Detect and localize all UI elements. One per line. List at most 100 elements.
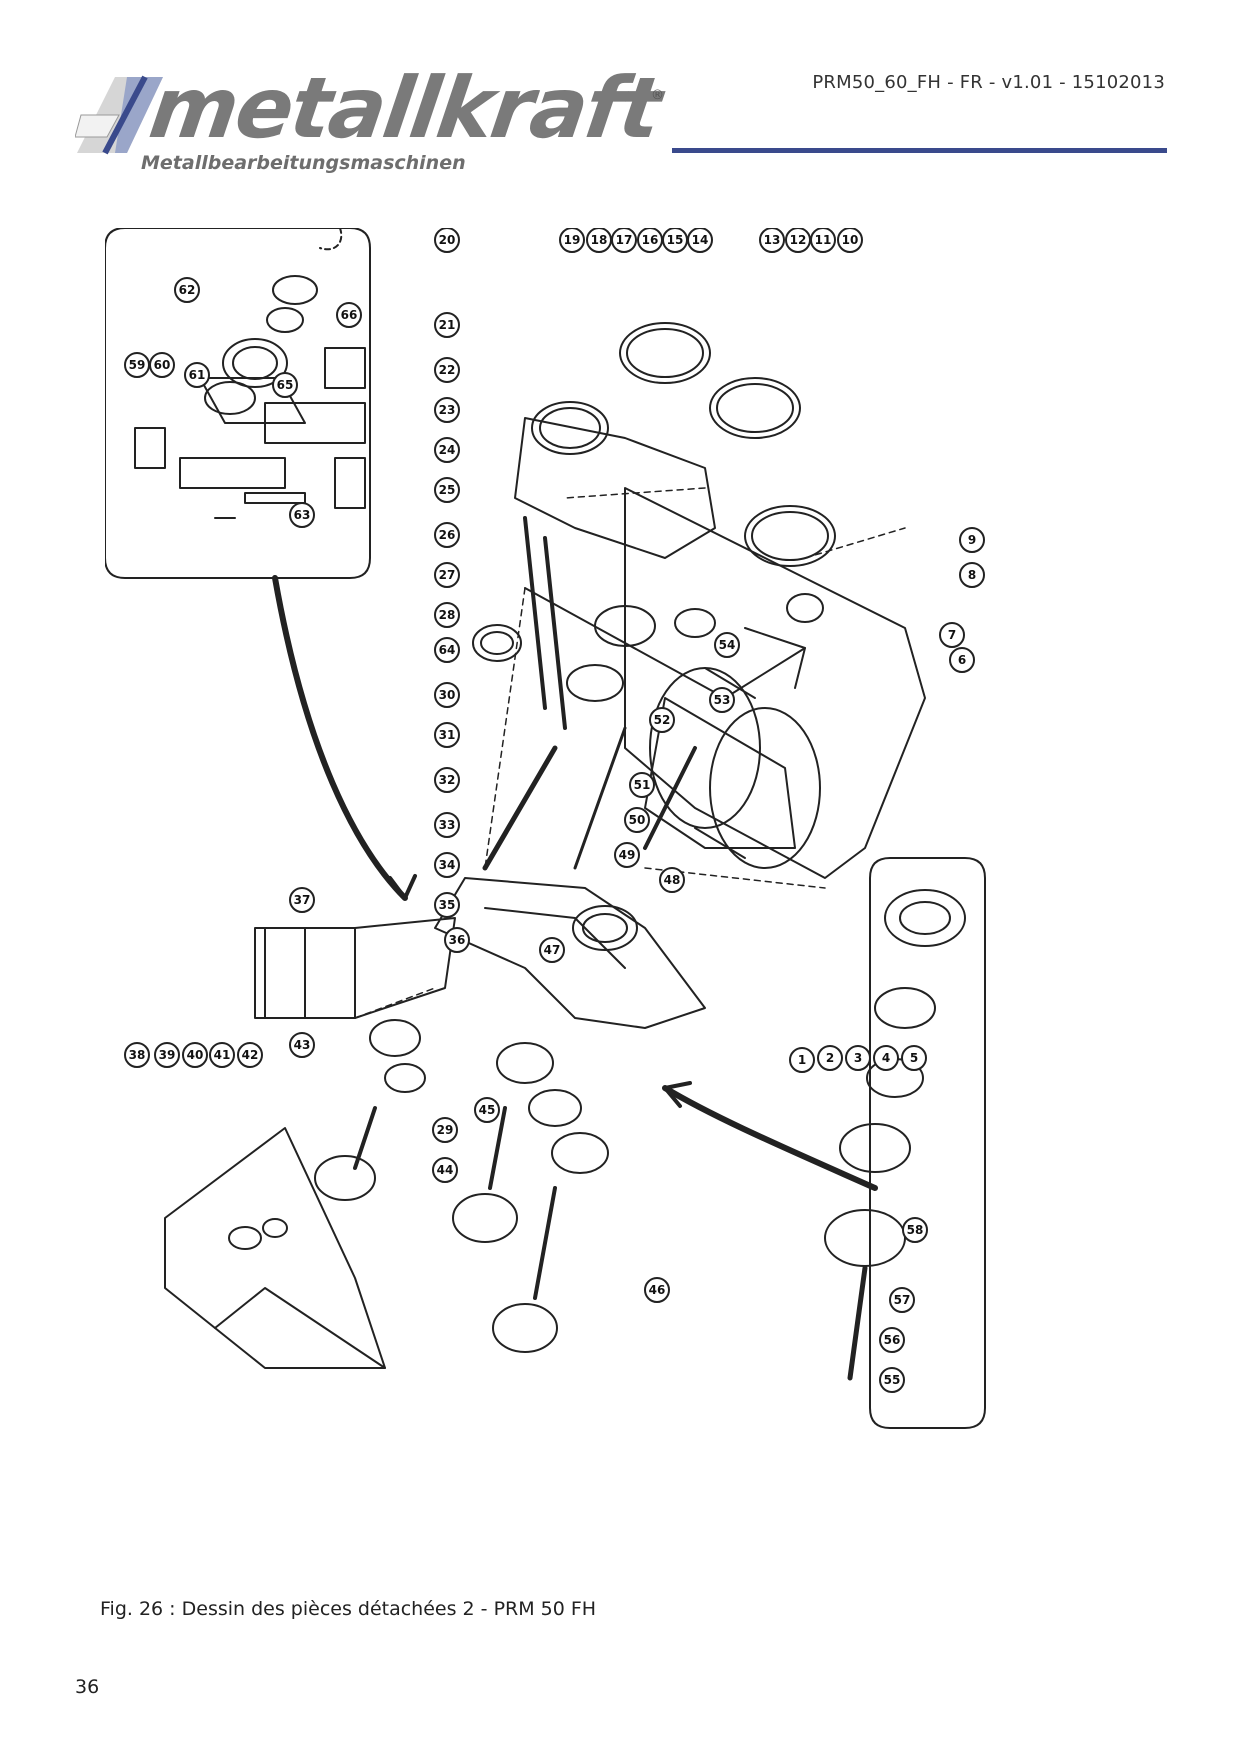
callout-number: 2 xyxy=(826,1051,834,1065)
callout-circle xyxy=(434,357,460,383)
callout-number: 20 xyxy=(439,233,456,247)
callout-circle xyxy=(209,1042,235,1068)
callout-number: 44 xyxy=(437,1163,454,1177)
callout-number: 25 xyxy=(439,483,456,497)
callout-42: 42 xyxy=(237,1042,263,1068)
callout-66: 66 xyxy=(336,302,362,328)
callout-9: 9 xyxy=(959,527,985,553)
callout-circle xyxy=(149,352,175,378)
callout-circle xyxy=(785,228,811,253)
callout-circle xyxy=(949,647,975,673)
callout-3: 3 xyxy=(845,1045,871,1071)
callout-number: 21 xyxy=(439,318,456,332)
callout-number: 18 xyxy=(591,233,608,247)
callout-number: 5 xyxy=(910,1051,918,1065)
callout-circle xyxy=(624,807,650,833)
callout-48: 48 xyxy=(659,867,685,893)
callout-circle xyxy=(644,1277,670,1303)
callout-number: 63 xyxy=(294,508,311,522)
callout-number: 27 xyxy=(439,568,456,582)
callout-33: 33 xyxy=(434,812,460,838)
callout-number: 59 xyxy=(129,358,146,372)
callout-number: 54 xyxy=(719,638,736,652)
callout-number: 19 xyxy=(564,233,581,247)
callout-number: 55 xyxy=(884,1373,901,1387)
callout-number: 37 xyxy=(294,893,311,907)
callout-circle xyxy=(789,1047,815,1073)
callout-44: 44 xyxy=(432,1157,458,1183)
callout-number: 28 xyxy=(439,608,456,622)
callout-circle xyxy=(714,632,740,658)
callout-circle xyxy=(939,622,965,648)
callout-circle xyxy=(434,812,460,838)
callout-circle xyxy=(649,707,675,733)
callout-number: 7 xyxy=(948,628,956,642)
callout-62: 62 xyxy=(174,277,200,303)
callout-37: 37 xyxy=(289,887,315,913)
callout-number: 31 xyxy=(439,728,456,742)
callout-circle xyxy=(182,1042,208,1068)
callout-number: 22 xyxy=(439,363,456,377)
callout-number: 3 xyxy=(854,1051,862,1065)
callout-circle xyxy=(289,1032,315,1058)
callout-40: 40 xyxy=(182,1042,208,1068)
callout-number: 6 xyxy=(958,653,966,667)
callout-circle xyxy=(902,1217,928,1243)
callout-28: 28 xyxy=(434,602,460,628)
callout-number: 17 xyxy=(616,233,633,247)
callout-number: 36 xyxy=(449,933,466,947)
callout-circle xyxy=(174,277,200,303)
callout-number: 53 xyxy=(714,693,731,707)
callout-26: 26 xyxy=(434,522,460,548)
callout-50: 50 xyxy=(624,807,650,833)
callout-49: 49 xyxy=(614,842,640,868)
document-code: PRM50_60_FH - FR - v1.01 - 15102013 xyxy=(812,72,1165,93)
callout-number: 13 xyxy=(764,233,781,247)
callout-27: 27 xyxy=(434,562,460,588)
callout-circle xyxy=(434,228,460,253)
callout-number: 16 xyxy=(642,233,659,247)
callout-number: 40 xyxy=(187,1048,204,1062)
callout-number: 61 xyxy=(189,368,206,382)
callout-number: 60 xyxy=(154,358,171,372)
callout-number: 24 xyxy=(439,443,456,457)
callout-number: 12 xyxy=(790,233,807,247)
callout-number: 10 xyxy=(842,233,859,247)
callout-circle xyxy=(709,687,735,713)
callout-31: 31 xyxy=(434,722,460,748)
callout-43: 43 xyxy=(289,1032,315,1058)
callout-34: 34 xyxy=(434,852,460,878)
callout-22: 22 xyxy=(434,357,460,383)
callout-circle xyxy=(637,228,663,253)
callout-circle xyxy=(336,302,362,328)
callout-number: 50 xyxy=(629,813,646,827)
callout-circle xyxy=(889,1287,915,1313)
callout-circle xyxy=(629,772,655,798)
callout-circle xyxy=(474,1097,500,1123)
callout-number: 64 xyxy=(439,643,456,657)
callout-5: 5 xyxy=(901,1045,927,1071)
callout-circle xyxy=(444,927,470,953)
callout-circle xyxy=(434,397,460,423)
callout-circle xyxy=(759,228,785,253)
callout-circle xyxy=(539,937,565,963)
callout-53: 53 xyxy=(709,687,735,713)
drawing-lines xyxy=(105,228,986,1429)
callout-circle xyxy=(879,1327,905,1353)
callout-circle xyxy=(434,682,460,708)
callout-circle xyxy=(289,887,315,913)
callout-circle xyxy=(659,867,685,893)
callout-36: 36 xyxy=(444,927,470,953)
callout-number: 9 xyxy=(968,533,976,547)
callout-number: 62 xyxy=(179,283,196,297)
callout-65: 65 xyxy=(272,372,298,398)
callout-number: 47 xyxy=(544,943,561,957)
callout-number: 29 xyxy=(437,1123,454,1137)
callout-circle xyxy=(432,1157,458,1183)
callout-number: 11 xyxy=(815,233,832,247)
callout-number: 26 xyxy=(439,528,456,542)
callout-number: 32 xyxy=(439,773,456,787)
callout-number: 8 xyxy=(968,568,976,582)
figure-caption: Fig. 26 : Dessin des pièces détachées 2 … xyxy=(100,1598,597,1620)
callout-circle xyxy=(124,1042,150,1068)
